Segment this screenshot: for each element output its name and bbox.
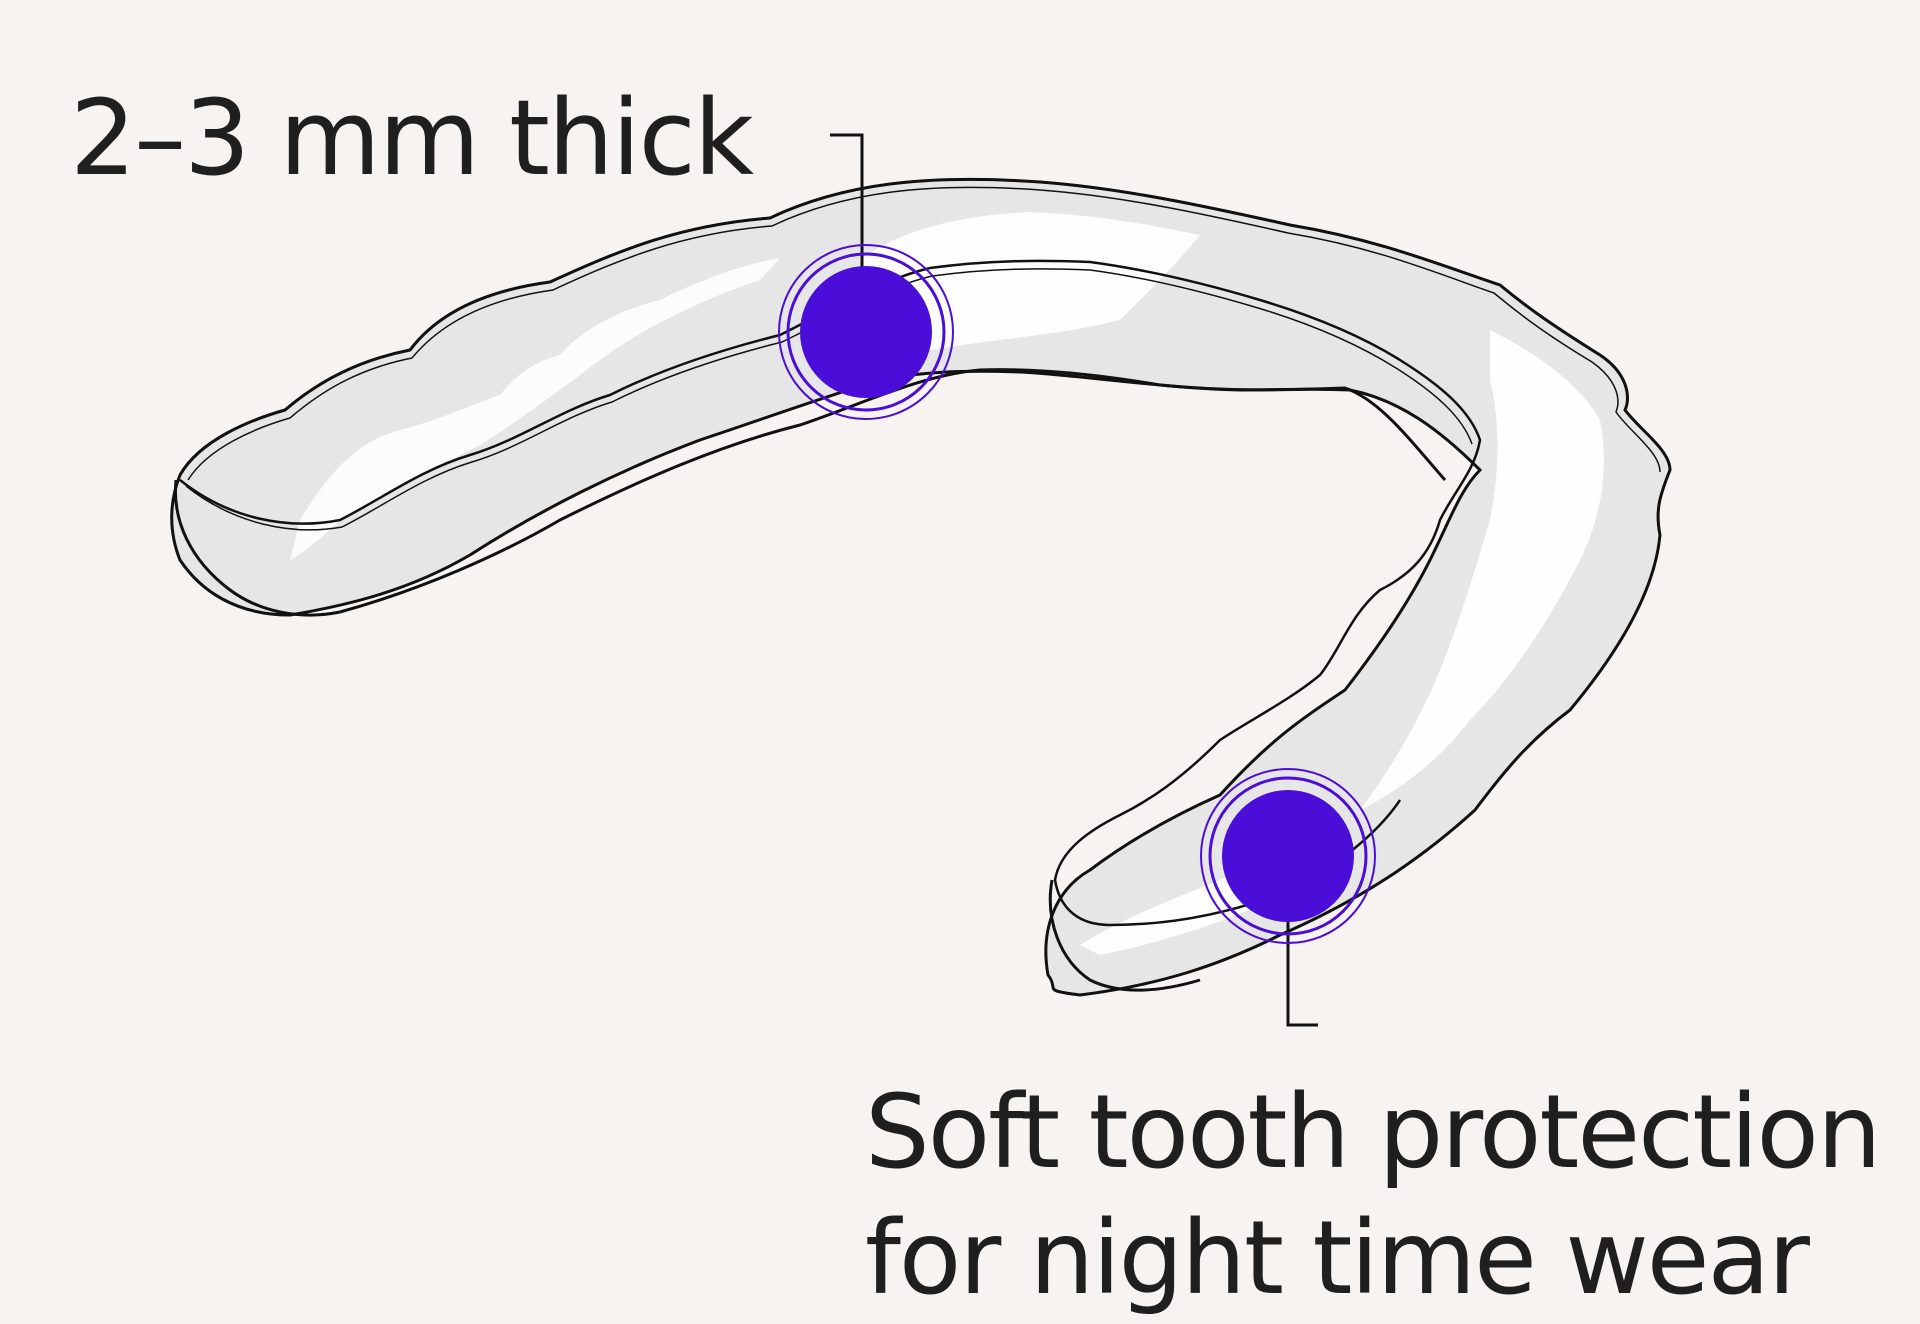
hotspot-dot-icon (1222, 790, 1354, 922)
guard-right-end-cap (1048, 879, 1201, 992)
thickness-annotation: 2–3 mm thick (70, 77, 754, 199)
hotspot-ring-inner (786, 252, 946, 412)
guard-channel-edge (179, 259, 1482, 927)
guard-rim-inner (187, 186, 1661, 481)
hotspot-ring-outer (778, 244, 954, 420)
protection-annotation-line-2: for night time wear (865, 1199, 1810, 1318)
hotspot-dot-icon (800, 266, 932, 398)
guard-highlight-top (860, 212, 1200, 355)
protection-annotation: Soft tooth protection for night time wea… (865, 1070, 1882, 1322)
hotspot-thickness[interactable] (778, 244, 954, 420)
guard-highlight-right (1360, 330, 1604, 810)
hotspot-ring-inner (1208, 776, 1368, 936)
hotspot-ring-outer (1200, 768, 1376, 944)
protection-annotation-line-1: Soft tooth protection (865, 1073, 1882, 1192)
hotspot-protection[interactable] (1200, 768, 1376, 944)
guard-highlight-bottom (1080, 815, 1340, 955)
guard-left-end-cap (173, 479, 341, 617)
guard-rim-outer (178, 178, 1672, 536)
guard-highlight-left (290, 258, 780, 560)
guard-inner-arch (339, 368, 1447, 614)
